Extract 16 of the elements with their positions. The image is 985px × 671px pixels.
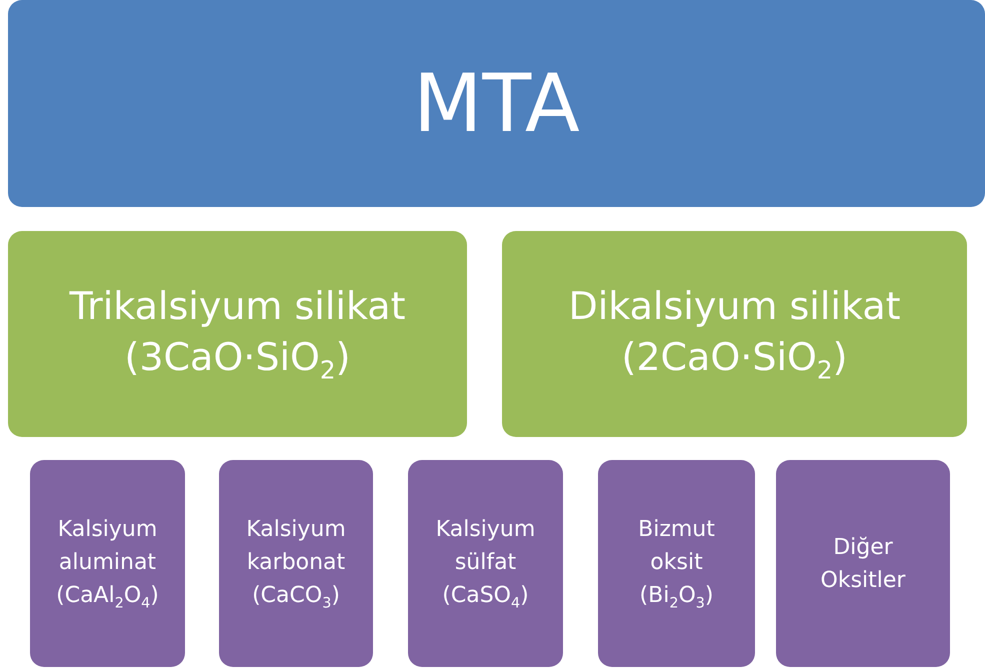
title-box <box>8 0 985 207</box>
node-label: Kalsiyum karbonat (CaCO$_{3}$) <box>245 516 347 613</box>
component-box <box>776 460 950 667</box>
title-text: MTA <box>413 56 580 152</box>
component-box <box>30 460 185 667</box>
node-label: Kalsiyum aluminat (CaAl$_{2}$O$_{4}$) <box>55 516 160 613</box>
component-box <box>598 460 755 667</box>
category-box <box>8 231 467 437</box>
component-box <box>408 460 563 667</box>
component-box <box>219 460 373 667</box>
node-label: Diğer Oksitler <box>820 534 906 594</box>
node-label: Trikalsiyum silikat (3CaO·SiO$_{2}$) <box>68 282 406 387</box>
node-label: Dikalsiyum silikat (2CaO·SiO$_{2}$) <box>567 282 902 387</box>
category-box <box>502 231 967 437</box>
node-label: Bizmut oksit (Bi$_{2}$O$_{3}$) <box>637 516 716 613</box>
node-label: Kalsiyum sülfat (CaSO$_{4}$) <box>434 516 536 613</box>
